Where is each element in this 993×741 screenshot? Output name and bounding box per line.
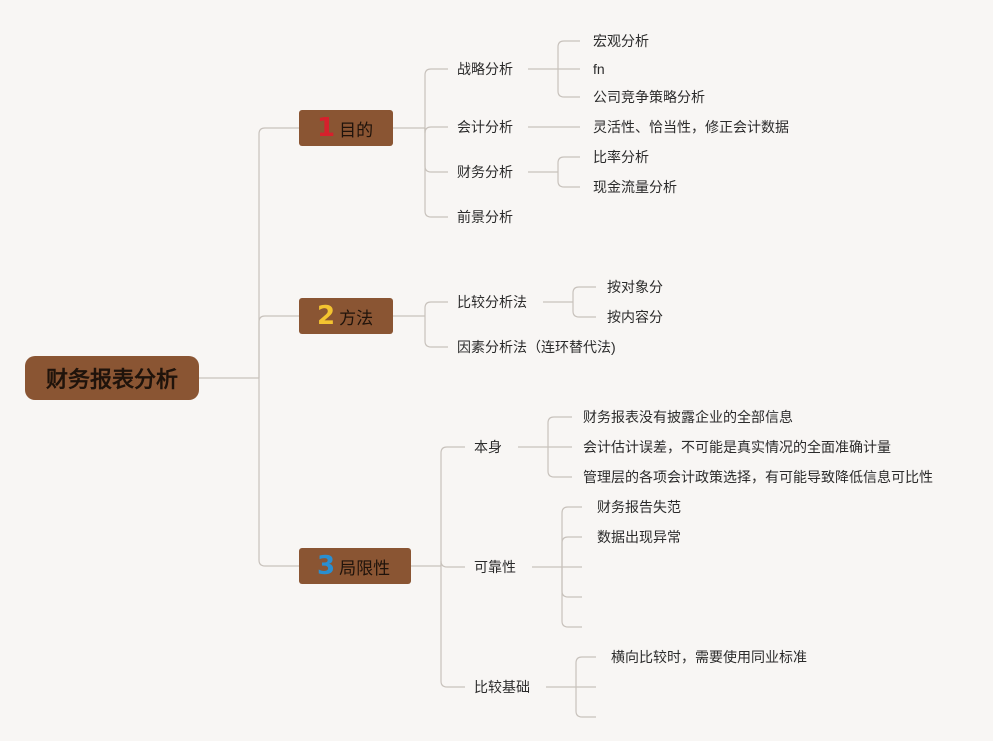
- root-label: 财务报表分析: [45, 367, 178, 392]
- connector-line: [424, 126, 448, 134]
- connector-line: [547, 447, 572, 478]
- branch-node-method[interactable]: 2 方法: [299, 298, 393, 334]
- connector-line: [424, 301, 448, 316]
- branch-number: 1: [317, 113, 336, 143]
- branch-number: 3: [317, 551, 336, 581]
- leaf-node[interactable]: 宏观分析: [593, 33, 649, 49]
- node-comparison-basis[interactable]: 比较基础: [474, 679, 530, 695]
- branch-node-purpose[interactable]: 1 目的: [299, 110, 393, 146]
- connector-line: [258, 127, 299, 378]
- leaf-node[interactable]: 横向比较时，需要使用同业标准: [611, 649, 807, 665]
- connector-line: [440, 560, 465, 568]
- branch-label: 目的: [339, 120, 374, 140]
- leaf-node[interactable]: fn: [593, 61, 605, 77]
- connector-line: [561, 506, 582, 567]
- leaf-node[interactable]: 比率分析: [593, 149, 649, 165]
- leaf-node[interactable]: 财务报告失范: [597, 499, 681, 515]
- connector-line: [557, 172, 580, 188]
- leaf-node[interactable]: 现金流量分析: [593, 179, 677, 195]
- leaf-node[interactable]: 数据出现异常: [597, 529, 681, 545]
- branch-label: 局限性: [339, 558, 391, 578]
- connector-line: [424, 68, 448, 128]
- connector-line: [424, 128, 448, 173]
- connector-line: [440, 446, 465, 566]
- node-factor-method[interactable]: 因素分析法（连环替代法): [457, 339, 616, 355]
- node-prospect-analysis[interactable]: 前景分析: [457, 209, 513, 225]
- leaf-node[interactable]: 财务报表没有披露企业的全部信息: [583, 409, 793, 425]
- connector-line: [575, 656, 596, 687]
- connector-line: [258, 378, 299, 567]
- connector-line: [572, 286, 596, 302]
- connector-line: [258, 315, 299, 378]
- root-node[interactable]: 财务报表分析: [25, 356, 199, 400]
- leaf-node[interactable]: 按对象分: [607, 279, 663, 295]
- connector-line: [424, 316, 448, 348]
- connector-line: [557, 156, 580, 172]
- node-accounting-analysis[interactable]: 会计分析: [457, 119, 513, 135]
- node-itself[interactable]: 本身: [474, 439, 502, 455]
- connector-line: [561, 536, 582, 567]
- branch-label: 方法: [339, 308, 374, 328]
- branch-number: 2: [317, 301, 336, 331]
- connector-line: [561, 567, 582, 598]
- leaf-node[interactable]: 灵活性、恰当性，修正会计数据: [593, 119, 789, 135]
- node-financial-analysis[interactable]: 财务分析: [457, 164, 513, 180]
- connector-line: [440, 566, 465, 688]
- connector-line: [557, 69, 580, 98]
- connector-line: [575, 687, 596, 718]
- connector-line: [547, 416, 572, 447]
- connector-line: [424, 128, 448, 218]
- connector-line: [572, 302, 596, 318]
- node-strategy-analysis[interactable]: 战略分析: [457, 61, 513, 77]
- node-comparison-method[interactable]: 比较分析法: [457, 294, 527, 310]
- connector-line: [561, 567, 582, 628]
- node-reliability[interactable]: 可靠性: [474, 559, 516, 575]
- connector-line: [557, 40, 580, 69]
- leaf-node[interactable]: 会计估计误差，不可能是真实情况的全面准确计量: [583, 439, 891, 455]
- leaf-node[interactable]: 公司竞争策略分析: [593, 89, 705, 105]
- branch-node-limitations[interactable]: 3 局限性: [299, 548, 411, 584]
- leaf-node[interactable]: 按内容分: [607, 309, 663, 325]
- leaf-node[interactable]: 管理层的各项会计政策选择，有可能导致降低信息可比性: [583, 469, 933, 485]
